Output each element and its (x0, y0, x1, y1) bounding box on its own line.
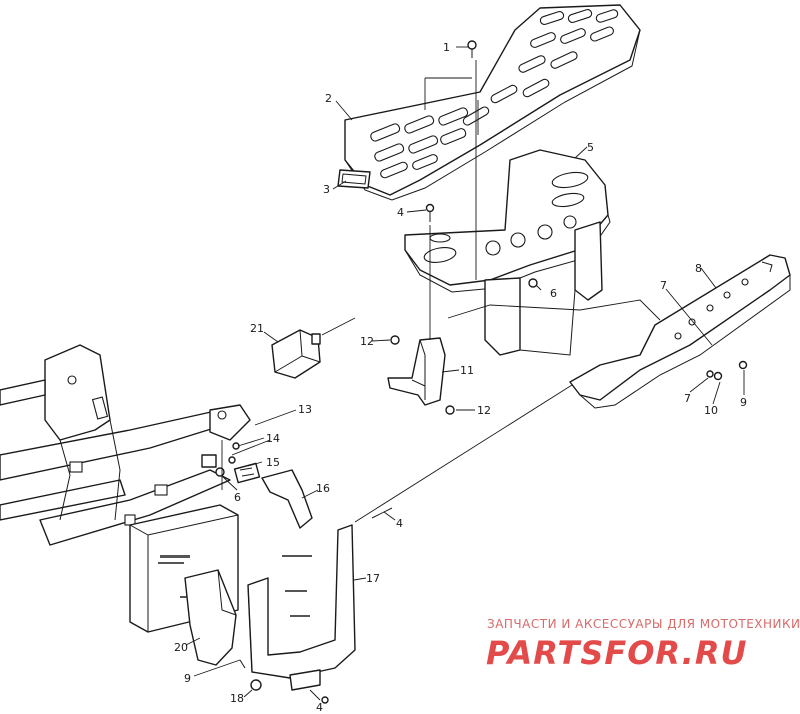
rack-slots (370, 8, 619, 179)
callout-4c: 4 (316, 701, 323, 714)
hose (233, 462, 313, 529)
callout-16: 16 (316, 482, 330, 495)
callout-4b: 4 (396, 517, 403, 530)
callout-1: 1 (443, 41, 450, 54)
callout-12a: 12 (360, 335, 374, 348)
callout-17: 17 (366, 572, 380, 585)
reflector (337, 169, 371, 189)
watermark-logo: PARTSFOR.RU (486, 634, 747, 672)
callout-numbers: 1 2 3 4 5 6 7 8 21 12 11 12 7 10 9 13 14… (174, 41, 747, 714)
rear-rack-top (344, 4, 641, 201)
callout-12b: 12 (477, 404, 491, 417)
tail-light (271, 329, 321, 379)
light-bracket (387, 337, 446, 406)
callout-6a: 6 (550, 287, 557, 300)
side-panel (184, 569, 237, 666)
assembly-lines (221, 60, 661, 523)
callout-9a: 9 (740, 396, 747, 409)
callout-7b: 7 (684, 392, 691, 405)
frame-assembly (0, 344, 251, 546)
watermark-caption: ЗАПЧАСТИ И АКСЕССУАРЫ ДЛЯ МОТОТЕХНИКИ (487, 617, 800, 631)
callout-3: 3 (323, 183, 330, 196)
callout-10: 10 (704, 404, 718, 417)
rack-mount-bracket (404, 149, 611, 356)
callout-4a: 4 (397, 206, 404, 219)
callout-15: 15 (266, 456, 280, 469)
callout-14: 14 (266, 432, 280, 445)
callout-13: 13 (298, 403, 312, 416)
u-bracket-guard (247, 524, 356, 691)
callout-9b: 9 (184, 672, 191, 685)
rear-bumper (569, 254, 791, 409)
watermark: ЗАПЧАСТИ И АКСЕССУАРЫ ДЛЯ МОТОТЕХНИКИ PA… (486, 617, 800, 672)
callout-20: 20 (174, 641, 188, 654)
callout-21: 21 (250, 322, 264, 335)
callout-6b: 6 (234, 491, 241, 504)
callout-leaders (185, 46, 745, 701)
callout-5: 5 (587, 141, 594, 154)
callout-18: 18 (230, 692, 244, 705)
callout-7a: 7 (660, 279, 667, 292)
callout-2: 2 (325, 92, 332, 105)
callout-8: 8 (695, 262, 702, 275)
callout-11: 11 (460, 364, 474, 377)
